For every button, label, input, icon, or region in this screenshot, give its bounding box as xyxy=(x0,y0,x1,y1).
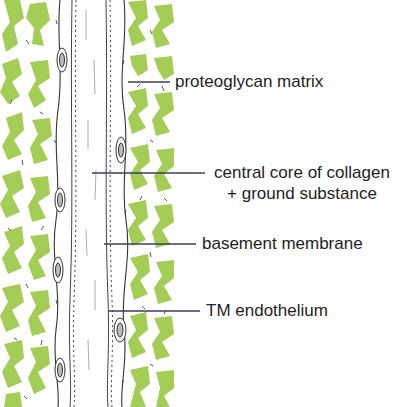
endothelial-cells xyxy=(53,48,126,382)
leader-line xyxy=(92,172,205,174)
matrix-speckles xyxy=(8,20,167,399)
callout-label: basement membrane xyxy=(202,233,363,254)
endothelium-border xyxy=(54,0,127,407)
leader-line xyxy=(104,243,196,245)
proteoglycan-blobs xyxy=(128,0,174,407)
basement-membrane-lines xyxy=(69,0,112,407)
proteoglycan-blobs xyxy=(0,0,52,407)
callout-label: proteoglycan matrix xyxy=(175,71,323,92)
leader-lines xyxy=(92,82,205,311)
leader-line xyxy=(108,310,200,312)
callout-label: TM endothelium xyxy=(206,300,328,321)
collagen-core xyxy=(86,10,96,370)
leader-line xyxy=(128,81,170,83)
callout-label: central core of collagen + ground substa… xyxy=(211,162,393,204)
